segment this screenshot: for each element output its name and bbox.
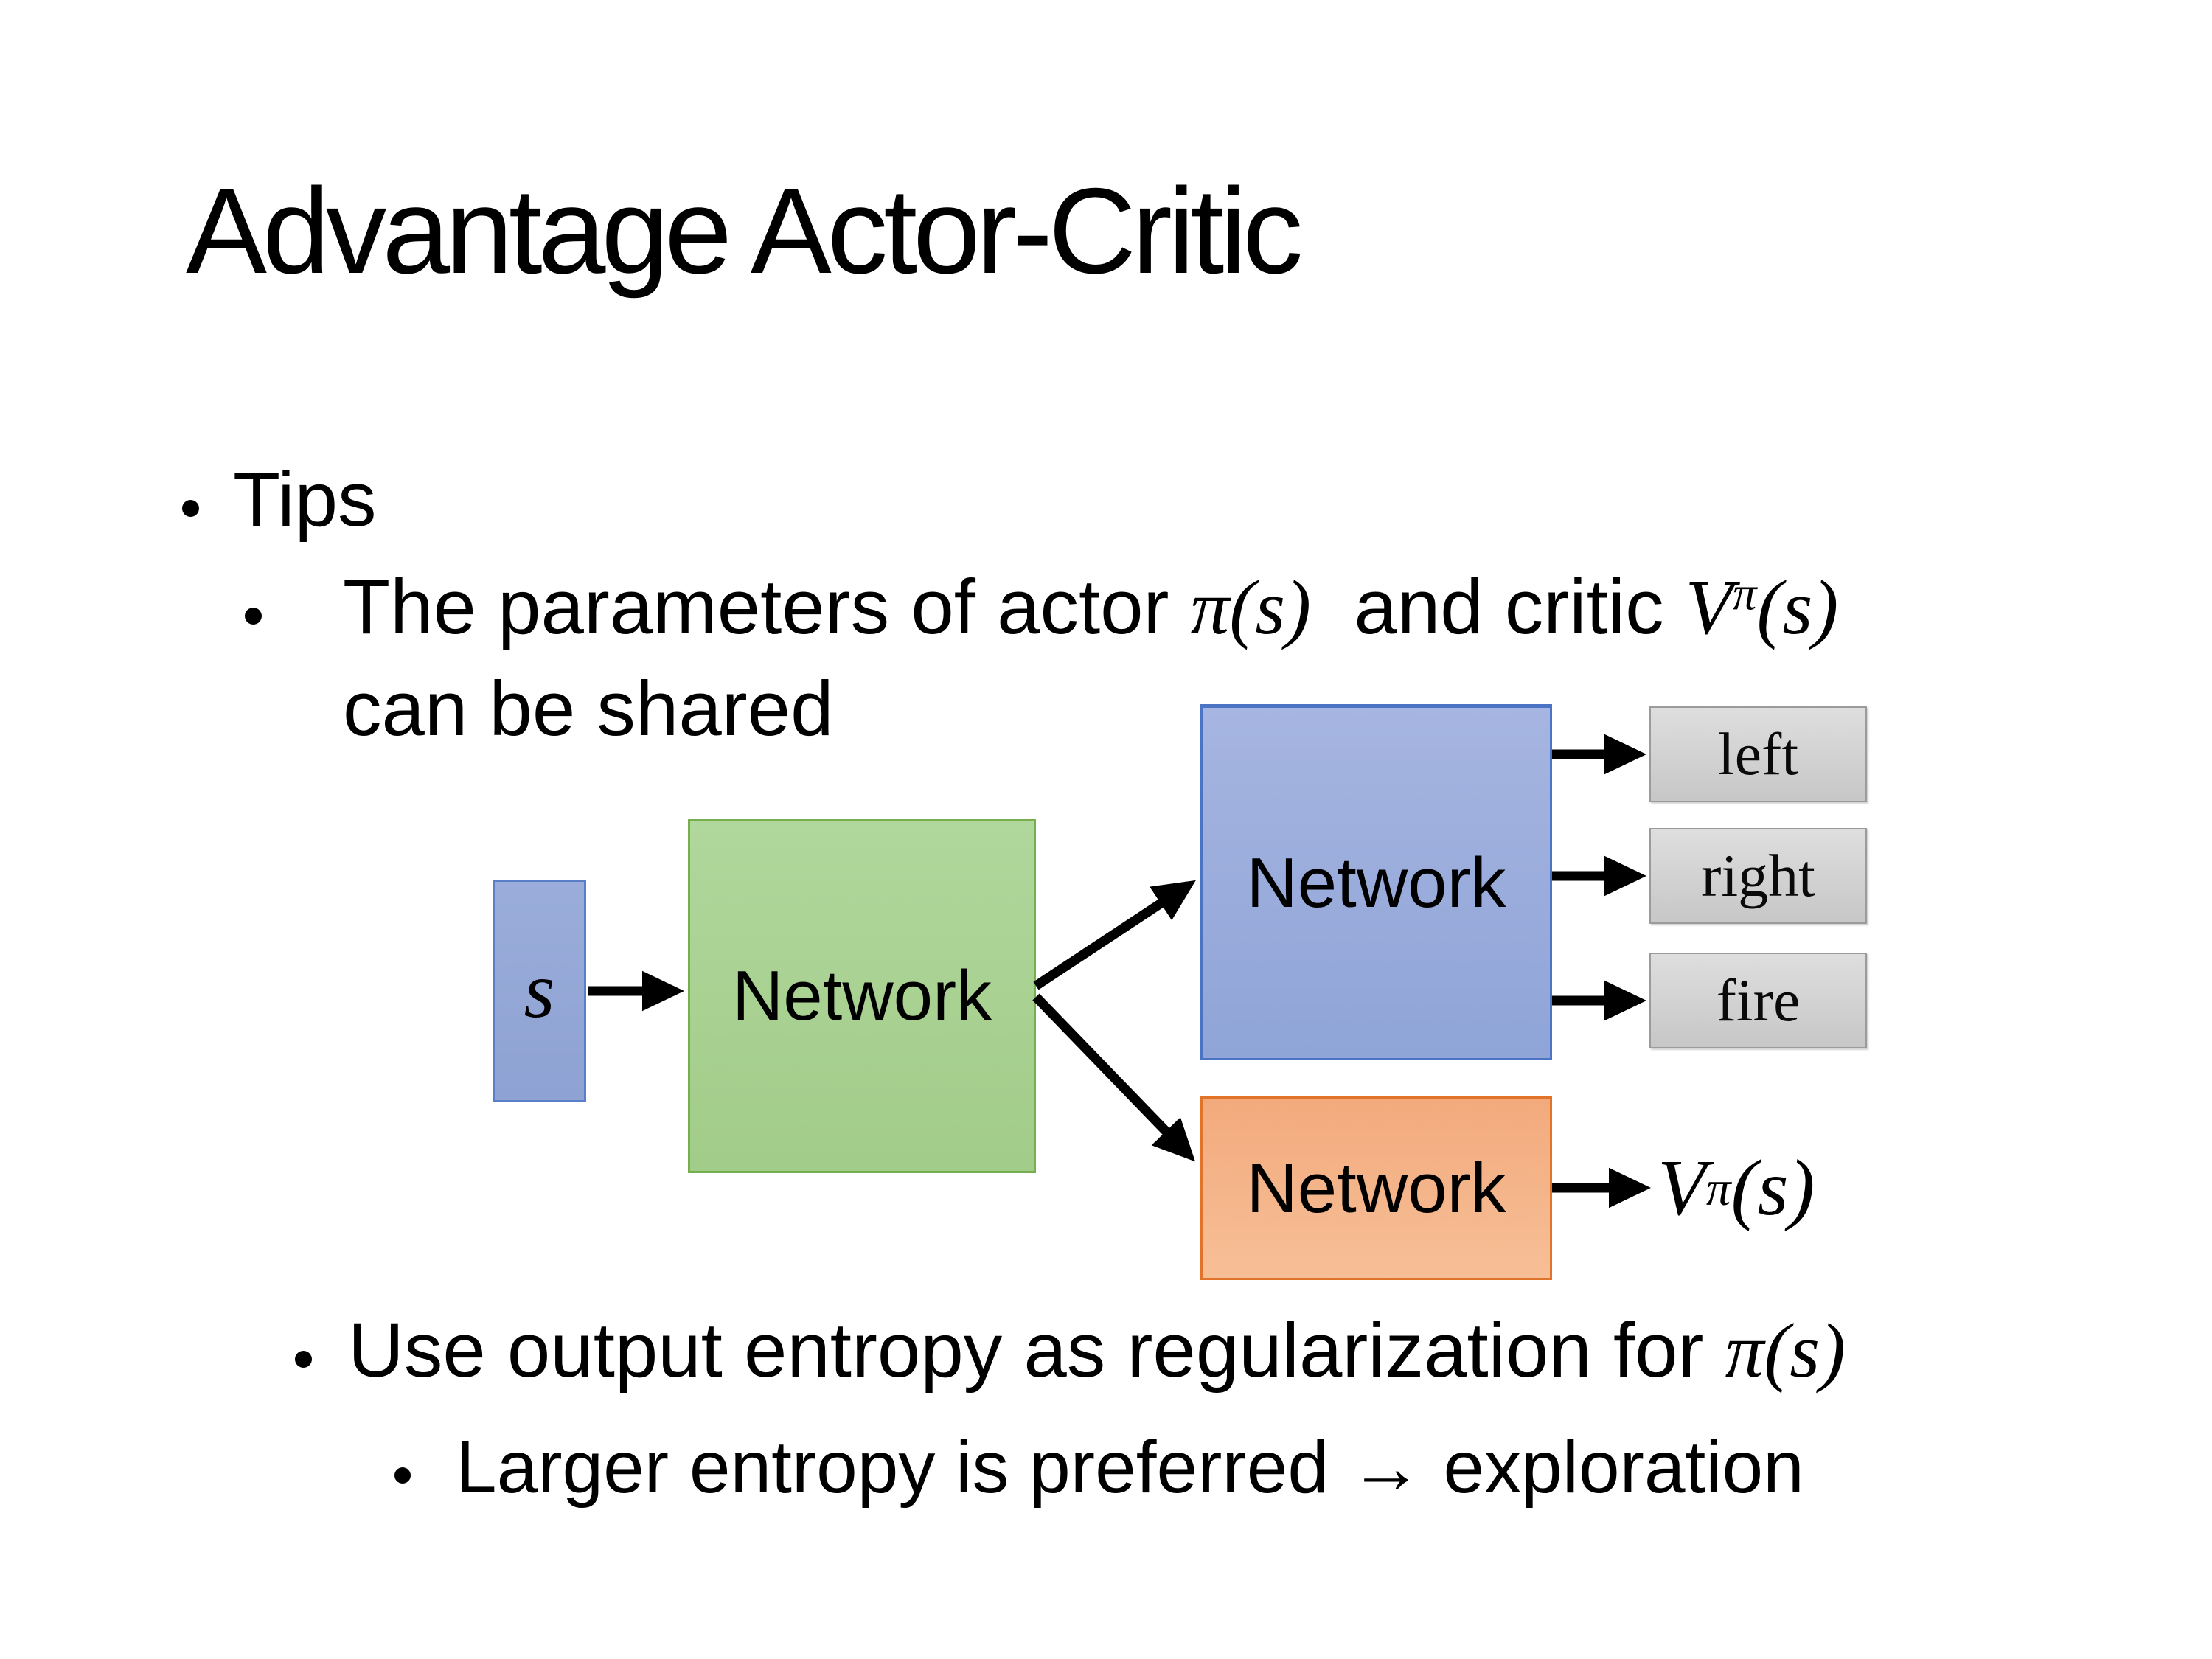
critic-network-label: Network [1246,1149,1506,1228]
value-v-symbol: V [1658,1144,1706,1232]
state-label: s [524,947,555,1034]
v-superscript-pi: π [1732,567,1757,621]
entropy-text-pre: Use output entropy as regularization for [348,1307,1725,1394]
critic-network-box: Network [1200,1096,1552,1280]
arrow-shared-to-actor [1033,880,1196,990]
bullet-line-exploration: Larger entropy is preferred → exploratio… [394,1422,1804,1514]
pi-args: (s) [1229,564,1312,650]
bullet-dot [394,1467,411,1484]
tips-label: Tips [233,456,377,543]
action-right-label: right [1701,842,1815,909]
action-left-box: left [1649,706,1867,802]
parameters-text-mid: and critic [1311,564,1686,650]
critic-value-math: Vπ(s) [1686,564,1839,650]
exploration-text: Larger entropy is preferred → exploratio… [456,1426,1804,1509]
bullet-dot [295,1351,312,1368]
action-fire-label: fire [1716,967,1801,1034]
pi-symbol: π [1190,564,1230,650]
action-right-box: right [1649,828,1867,924]
slide-title: Advantage Actor-Critic [186,163,1304,299]
entropy-text: Use output entropy as regularization for… [348,1302,1846,1399]
bullet-dot [245,608,262,625]
actor-network-label: Network [1246,843,1506,922]
parameters-text-pre: The parameters of actor [343,564,1191,650]
bullet-line-tips: Tips [182,451,376,548]
actor-network-box: Network [1200,704,1552,1060]
shared-network-box: Network [688,819,1036,1173]
parameters-text: The parameters of actor π(s) and critic … [343,559,1838,655]
shared-network-label: Network [731,956,992,1035]
pi-args: (s) [1764,1307,1846,1394]
action-fire-box: fire [1649,953,1867,1048]
action-left-label: left [1717,720,1799,787]
bullet-line-entropy: Use output entropy as regularization for… [295,1302,1846,1399]
pi-symbol: π [1725,1307,1764,1394]
value-args: (s) [1731,1144,1815,1232]
bullet-line-parameters-continued: can be shared [343,661,833,757]
arrow-shared-to-critic [1032,993,1196,1162]
bullet-line-parameters: The parameters of actor π(s) and critic … [245,559,1838,655]
can-be-shared-text: can be shared [343,666,834,752]
state-input-box: s [493,880,586,1102]
bullet-dot [182,500,199,517]
entropy-pi-math: π(s) [1725,1307,1846,1394]
v-args: (s) [1756,564,1839,650]
v-symbol: V [1685,564,1733,650]
actor-pi-math: π(s) [1191,564,1311,650]
